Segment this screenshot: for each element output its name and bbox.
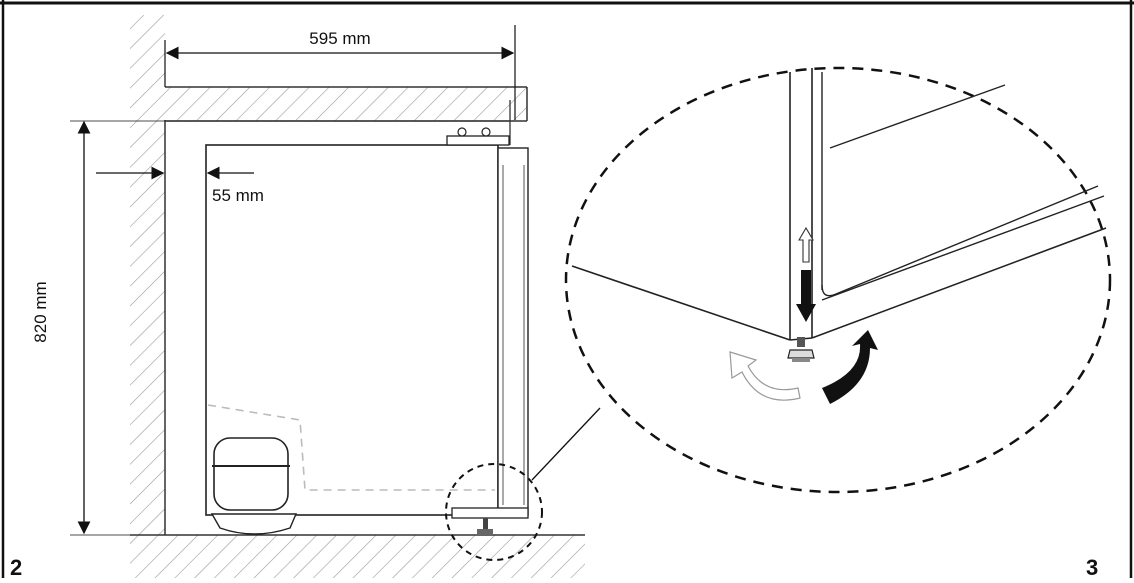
- detail-marker: [445, 407, 601, 561]
- floor: [130, 534, 585, 578]
- compressor: [210, 437, 298, 535]
- width-label: 595 mm: [309, 29, 370, 48]
- detail-enlargement: [564, 66, 1112, 494]
- back-wall: [130, 15, 166, 535]
- height-label: 820 mm: [31, 281, 50, 342]
- figure-number-3: 3: [1086, 555, 1098, 578]
- height-dimension: [70, 120, 165, 536]
- niche-outline: [165, 100, 511, 145]
- width-dimension: [164, 25, 516, 120]
- gap-label: 55 mm: [212, 186, 264, 205]
- figure-number-2: 2: [10, 555, 22, 578]
- worktop: [165, 86, 528, 122]
